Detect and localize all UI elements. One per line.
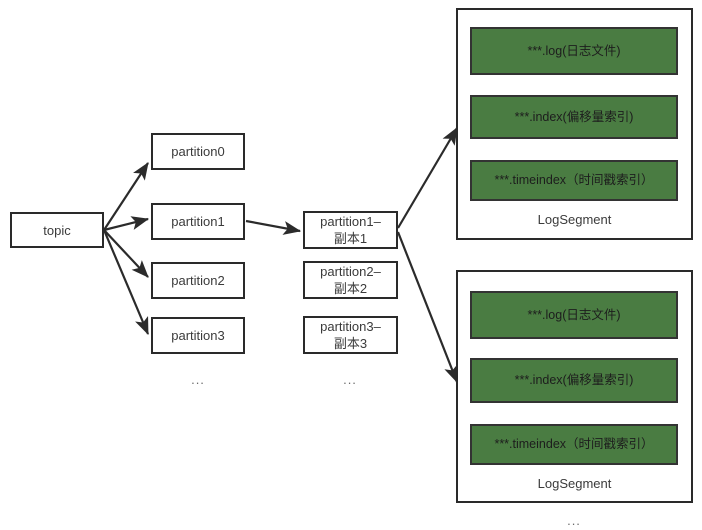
node-partition1-replica1[interactable]: partition1– 副本1 (303, 211, 398, 249)
logsegment-2-file-index[interactable]: ***.index(偏移量索引) (470, 358, 678, 403)
node-partition1[interactable]: partition1 (151, 203, 245, 240)
edge-topic-to-partition2 (103, 229, 149, 278)
partitions-ellipsis: ... (191, 372, 205, 387)
logsegment-1-caption: LogSegment (537, 212, 612, 227)
replicas-ellipsis: ... (343, 372, 357, 387)
edge-topic-to-partition0 (103, 162, 149, 231)
node-partition2[interactable]: partition2 (151, 262, 245, 299)
edge-topic-to-partition1 (103, 216, 150, 232)
edge-replica1-to-logsegment-2 (396, 231, 459, 384)
logsegment-2-file-timeindex[interactable]: ***.timeindex（时间戳索引） (470, 424, 678, 465)
node-partition0[interactable]: partition0 (151, 133, 245, 170)
logsegment-2-caption: LogSegment (537, 476, 612, 491)
segments-ellipsis: ... (567, 513, 581, 528)
node-partition3[interactable]: partition3 (151, 317, 245, 354)
logsegment-2-file-log[interactable]: ***.log(日志文件) (470, 291, 678, 339)
node-partition3-replica3[interactable]: partition3– 副本3 (303, 316, 398, 354)
edge-topic-to-partition3 (102, 229, 150, 336)
logsegment-1-file-timeindex[interactable]: ***.timeindex（时间戳索引） (470, 160, 678, 201)
edge-replica1-to-logsegment-1 (397, 127, 458, 229)
edge-partition1-to-replica1 (245, 219, 302, 235)
logsegment-1-file-log[interactable]: ***.log(日志文件) (470, 27, 678, 75)
node-topic[interactable]: topic (10, 212, 104, 248)
node-partition2-replica2[interactable]: partition2– 副本2 (303, 261, 398, 299)
logsegment-1-file-index[interactable]: ***.index(偏移量索引) (470, 95, 678, 139)
